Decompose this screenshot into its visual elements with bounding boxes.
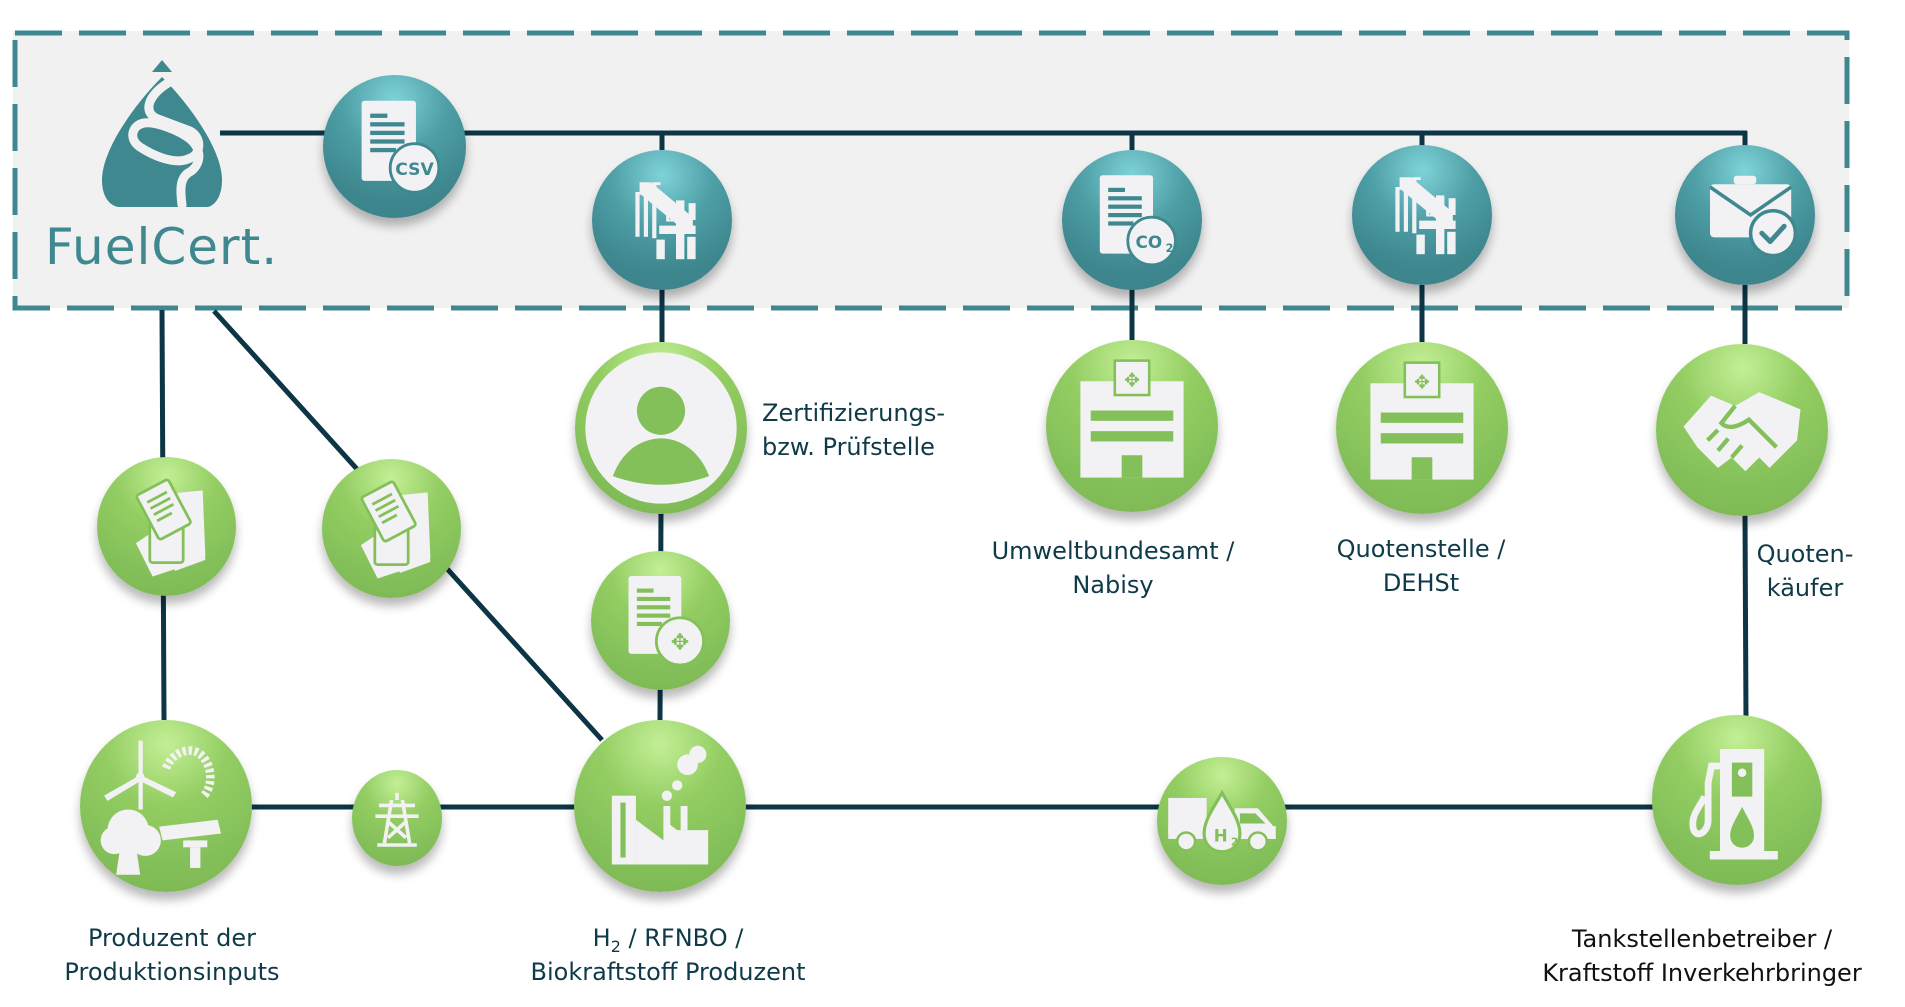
pruefstelle-label-line-2: bzw. Prüfstelle: [762, 433, 935, 461]
h2-producer-label-rest: / RFNBO /: [620, 924, 744, 952]
quotenkaeufer-label-line-1: Quoten-: [1756, 540, 1854, 568]
pruefstelle-label-line-1: Zertifizierungs-: [762, 399, 945, 427]
pruefstelle-node[interactable]: [575, 342, 747, 514]
fuelcert-platform-area: [13, 31, 1849, 308]
tankstelle-label-line-2: Kraftstoff Inverkehrbringer: [1542, 959, 1862, 987]
renewable-energy-icon: [100, 740, 222, 875]
fuelcert-logo-icon: [102, 60, 222, 210]
h2-producer-label: H2 / RFNBO / Biokraftstoff Produzent: [531, 921, 806, 989]
umweltbundesamt-label-line-2: Nabisy: [1072, 571, 1154, 599]
briefcase-check-icon: [1709, 175, 1798, 258]
quotenstelle-label-line-1: Quotenstelle /: [1336, 535, 1506, 563]
pruefstelle-label: Zertifizierungs- bzw. Prüfstelle: [762, 396, 945, 464]
h2-producer-label-line-1: H2 / RFNBO /: [531, 921, 806, 955]
h2-subscript: 2: [610, 937, 621, 956]
h2-producer-node[interactable]: [574, 720, 746, 892]
svg-text:✥: ✥: [671, 630, 690, 656]
documents-stack-icon: [360, 480, 431, 579]
umweltbundesamt-node[interactable]: ✥: [1046, 340, 1218, 512]
certificate-register-node-1[interactable]: E: [592, 150, 732, 290]
umweltbundesamt-label-line-1: Umweltbundesamt /: [991, 537, 1235, 565]
document-federal-eagle-icon: ✥: [628, 576, 705, 667]
produzent-inputs-node[interactable]: [80, 720, 252, 892]
svg-text:CSV: CSV: [395, 160, 434, 180]
svg-text:✥: ✥: [1124, 369, 1140, 391]
quotenstelle-label-line-2: DEHSt: [1382, 569, 1460, 597]
tankstelle-label-line-1: Tankstellenbetreiber /: [1571, 925, 1833, 953]
h2-producer-label-line-2: Biokraftstoff Produzent: [530, 958, 806, 986]
certificate-register-icon: E: [635, 182, 696, 260]
government-building-icon: ✥: [1080, 359, 1184, 478]
document-co2-icon: CO 2: [1099, 175, 1177, 267]
quotenstelle-node[interactable]: ✥: [1336, 342, 1508, 514]
certificate-register-icon: E: [1395, 177, 1456, 255]
produzent-inputs-label-line-1: Produzent der: [87, 924, 256, 952]
umweltbundesamt-label: Umweltbundesamt / Nabisy: [992, 534, 1235, 602]
government-building-icon: ✥: [1370, 361, 1474, 480]
certificate-register-node-2[interactable]: E: [1352, 145, 1492, 285]
documents-stack-icon: [135, 478, 206, 577]
fuelcert-logo-text: FuelCert.: [45, 218, 279, 276]
official-certificate-node[interactable]: ✥: [591, 551, 730, 690]
quotenkaeufer-label: Quoten- käufer: [1757, 537, 1854, 605]
h2-transport-node[interactable]: H 2: [1157, 757, 1287, 885]
svg-text:H: H: [1214, 826, 1228, 845]
produzent-inputs-label-line-2: Produktionsinputs: [64, 958, 280, 986]
svg-text:2: 2: [1231, 836, 1238, 848]
platform-dashed-border: [12, 30, 1850, 311]
svg-text:CO: CO: [1136, 232, 1163, 252]
svg-text:2: 2: [1166, 242, 1174, 255]
handshake-icon: [1683, 392, 1801, 472]
input-documents-node-2[interactable]: [322, 459, 461, 598]
quotenkaeufer-node[interactable]: [1656, 344, 1828, 516]
h2-symbol: H: [592, 924, 611, 952]
link-quotenkaeufer-to-pump: [1742, 514, 1749, 721]
quotenstelle-label: Quotenstelle / DEHSt: [1337, 532, 1506, 600]
svg-text:✥: ✥: [1414, 371, 1430, 393]
document-csv-icon: CSV: [361, 100, 441, 194]
fuel-pump-icon: [1689, 749, 1778, 860]
person-icon: [585, 352, 737, 504]
produzent-inputs-label: Produzent der Produktionsinputs: [64, 921, 279, 989]
svg-text:E: E: [1425, 202, 1436, 220]
tankstelle-label: Tankstellenbetreiber / Kraftstoff Inverk…: [1542, 922, 1861, 990]
power-pylon-icon: [375, 792, 419, 847]
tankstelle-node[interactable]: [1652, 715, 1822, 885]
portfolio-approved-node[interactable]: [1675, 145, 1815, 285]
svg-text:E: E: [665, 207, 676, 225]
factory-icon: [611, 745, 709, 865]
csv-export-node[interactable]: CSV: [323, 75, 466, 218]
co2-report-node[interactable]: CO 2: [1062, 150, 1202, 290]
quotenkaeufer-label-line-2: käufer: [1766, 574, 1844, 602]
power-grid-node[interactable]: [352, 770, 442, 866]
h2-truck-icon: H 2: [1168, 789, 1276, 854]
input-documents-node-1[interactable]: [97, 457, 236, 596]
